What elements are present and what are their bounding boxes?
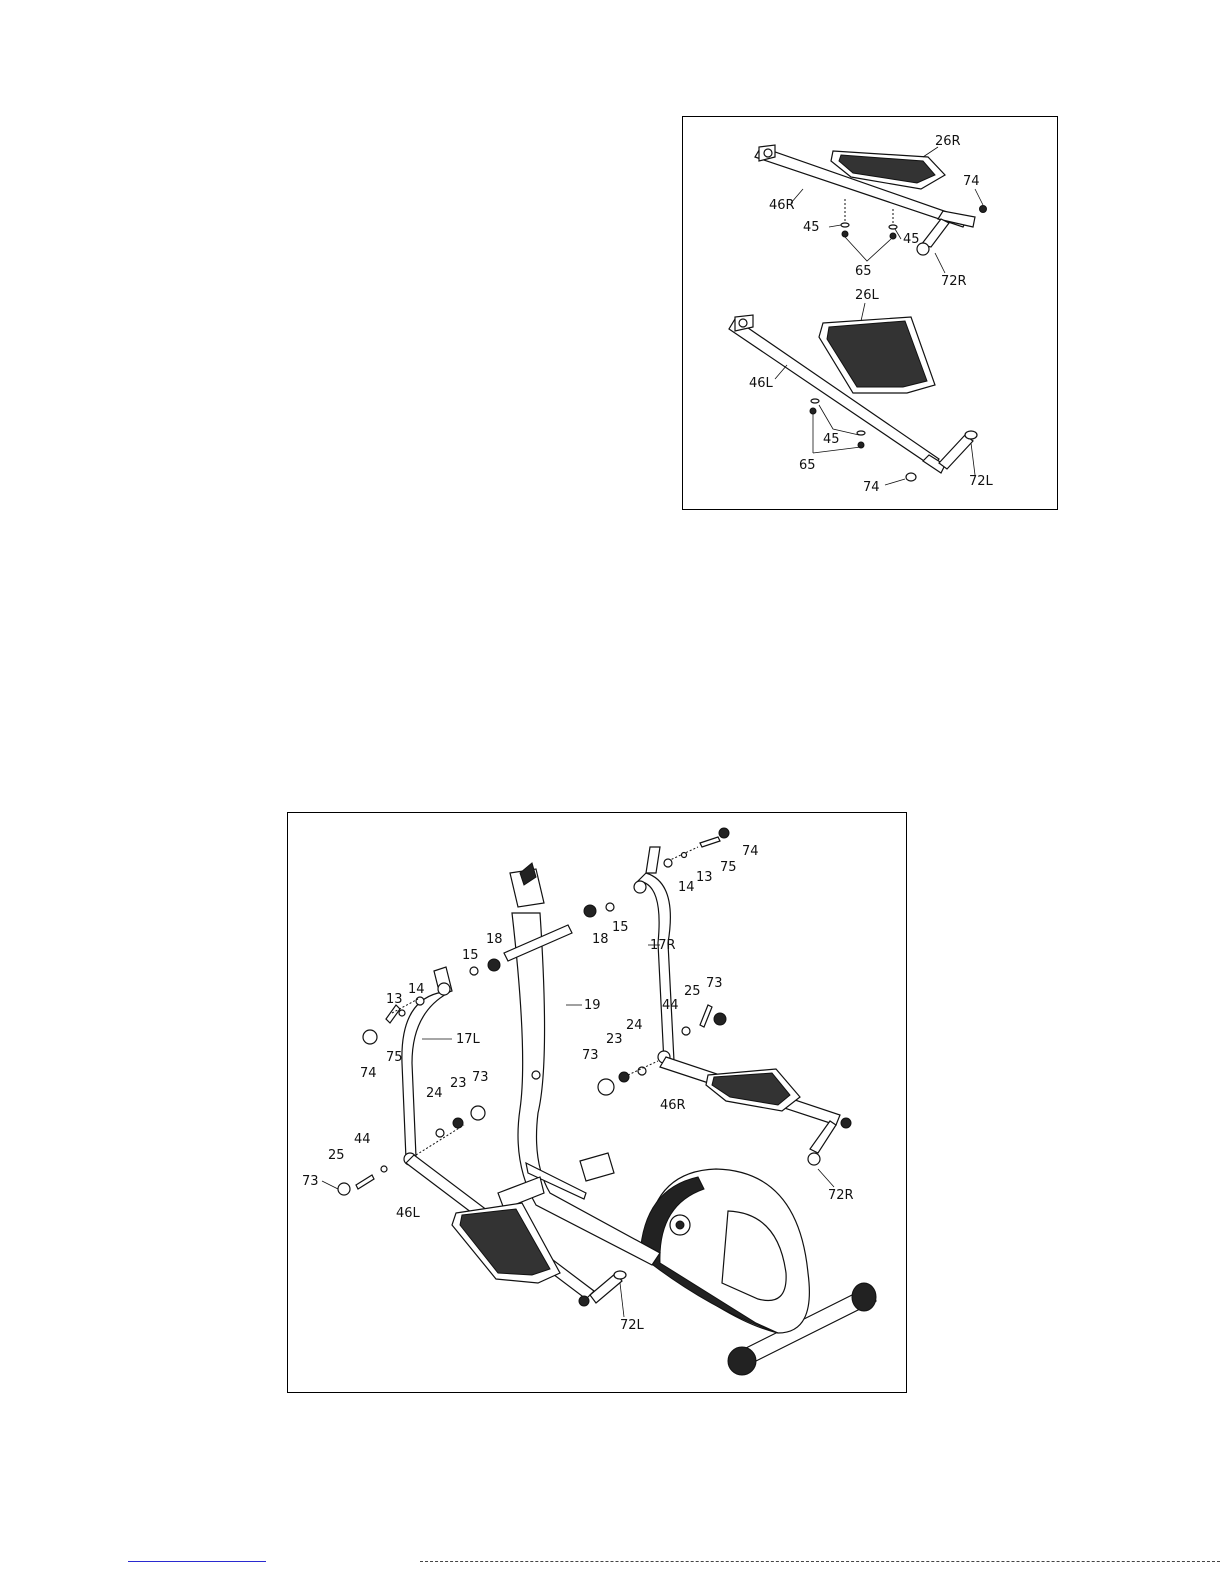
label-14-right: 14: [678, 880, 695, 895]
frame-assembly-diagram: 74 75 13 14 15 18 17R 18 15 14 13 19 75 …: [287, 812, 907, 1393]
label-72l: 72L: [969, 474, 994, 489]
label-23-left: 23: [450, 1076, 467, 1091]
footer-rule: [420, 1561, 1220, 1564]
label-73-right-low: 73: [582, 1048, 599, 1063]
label-18-left: 18: [486, 932, 503, 947]
label-45-b: 45: [903, 232, 920, 247]
console-bracket: [510, 863, 544, 907]
pedal-arm-46r: [660, 1057, 851, 1165]
label-26r: 26R: [935, 134, 961, 149]
label-46l: 46L: [749, 376, 774, 391]
label-65-b: 65: [799, 458, 816, 473]
label-74-left: 74: [360, 1066, 377, 1081]
crank-72l: [939, 431, 977, 469]
label-74-top: 74: [963, 174, 980, 189]
label-46r: 46R: [769, 198, 795, 213]
foot-tread-26l: [819, 317, 935, 393]
pedal-assembly-drawing: 26R 74 46R 45 45 65 72R: [683, 117, 1059, 511]
label-25-right: 25: [684, 984, 701, 999]
label-74-bottom: 74: [863, 480, 880, 495]
end-cap-74: [906, 473, 916, 481]
hardware-right-lower: [598, 1061, 658, 1095]
label-24-right: 24: [626, 1018, 643, 1033]
label-72r: 72R: [941, 274, 967, 289]
label-24-left: 24: [426, 1086, 443, 1101]
label-44-left: 44: [354, 1132, 371, 1147]
label-13-left: 13: [386, 992, 403, 1007]
label-45-c: 45: [823, 432, 840, 447]
label-73-left-b: 73: [302, 1174, 319, 1189]
frame-assembly-drawing: 74 75 13 14 15 18 17R 18 15 14 13 19 75 …: [288, 813, 908, 1394]
label-72l: 72L: [620, 1318, 645, 1333]
label-13-right: 13: [696, 870, 713, 885]
label-75-right: 75: [720, 860, 737, 875]
pedal-assembly-diagram: 26R 74 46R 45 45 65 72R: [682, 116, 1058, 510]
label-65-a: 65: [855, 264, 872, 279]
label-26l: 26L: [855, 288, 880, 303]
label-15-right: 15: [612, 920, 629, 935]
label-18-right: 18: [592, 932, 609, 947]
label-44-right: 44: [662, 998, 679, 1013]
label-74-right: 74: [742, 844, 759, 859]
label-73-right-top: 73: [706, 976, 723, 991]
label-17l: 17L: [456, 1032, 481, 1047]
label-73-left-a: 73: [472, 1070, 489, 1085]
label-46r: 46R: [660, 1098, 686, 1113]
footer-link-underline: [128, 1561, 266, 1562]
label-23-right: 23: [606, 1032, 623, 1047]
flywheel-shroud: [640, 1169, 809, 1333]
label-25-left: 25: [328, 1148, 345, 1163]
label-15-left: 15: [462, 948, 479, 963]
label-19: 19: [584, 998, 601, 1013]
label-75-left: 75: [386, 1050, 403, 1065]
label-17r: 17R: [650, 938, 676, 953]
label-72r: 72R: [828, 1188, 854, 1203]
fasteners-right: [841, 199, 897, 239]
label-14-left: 14: [408, 982, 425, 997]
label-46l: 46L: [396, 1206, 421, 1221]
label-45-a: 45: [803, 220, 820, 235]
